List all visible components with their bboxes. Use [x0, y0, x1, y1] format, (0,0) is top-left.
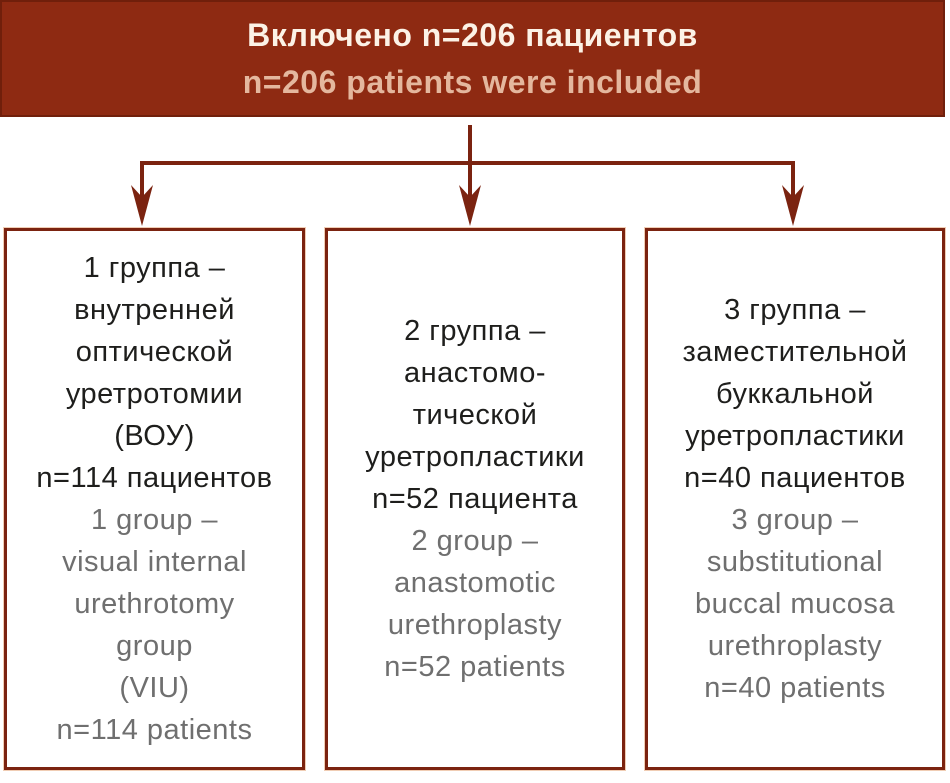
text-line: n=52 patients: [384, 651, 566, 683]
included-patients-header: Включено n=206 пациентов n=206 patients …: [0, 0, 945, 117]
group-3-text-ru: 3 группа – заместительной буккальной уретро…: [683, 289, 908, 499]
text-line: group: [116, 630, 193, 662]
text-line: (VIU): [119, 672, 190, 704]
group-2-text-ru: 2 группа – анастомо-тической уретропластик…: [365, 310, 585, 520]
text-line: urethroplasty: [707, 630, 883, 662]
text-line: substitutional: [706, 546, 884, 578]
text-line: 2 группа –: [404, 315, 546, 347]
text-line: 3 group –: [731, 504, 859, 536]
arrow-down-icon: [459, 185, 481, 226]
group-2-box: 2 группа – анастомо-тической уретропластик…: [325, 228, 625, 770]
header-title-ru: Включено n=206 пациентов: [247, 16, 698, 53]
text-line: 1 группа –: [83, 252, 226, 284]
text-line: уретропластики: [365, 441, 585, 473]
text-line: n=40 пациентов: [684, 462, 906, 494]
connector-arrows: [131, 125, 804, 226]
text-line: оптической: [75, 336, 234, 368]
text-line: buccal mucosa: [695, 588, 895, 620]
text-line: (ВОУ): [114, 420, 195, 452]
text-line: anastomotic: [394, 567, 556, 599]
text-line: visual internal: [62, 546, 247, 578]
text-line: уретротомии: [65, 378, 244, 410]
text-line: буккальной: [716, 378, 874, 410]
text-line: urethroplasty: [387, 609, 563, 641]
text-line: n=114 пациентов: [36, 462, 273, 494]
text-line: уретропластики: [685, 420, 905, 452]
text-line: n=52 пациента: [372, 483, 578, 515]
text-line: 3 группа –: [724, 294, 866, 326]
arrow-down-icon: [131, 185, 153, 226]
arrow-down-icon: [782, 185, 804, 226]
group-3-text-en: 3 group – substitutional buccal mucosa uret…: [695, 499, 895, 709]
text-line: n=114 patients: [56, 714, 253, 746]
group-3-box: 3 группа – заместительной буккальной уретро…: [645, 228, 945, 770]
group-1-box: 1 группа – внутренней оптической уретротоми…: [4, 228, 305, 770]
text-line: 1 group –: [90, 504, 219, 536]
connector-right-stem: [791, 161, 795, 198]
header-title-en: n=206 patients were included: [242, 63, 703, 100]
text-line: заместительной: [682, 336, 908, 368]
text-line: анастомо-: [403, 357, 547, 389]
connector-left-stem: [140, 161, 144, 198]
connector-horizontal-line: [140, 161, 795, 165]
text-line: n=40 patients: [704, 672, 886, 704]
group-2-text-en: 2 group – anastomotic urethroplasty n=52 pa…: [384, 520, 565, 688]
text-line: 2 group –: [411, 525, 539, 557]
text-line: внутренней: [74, 294, 235, 326]
group-1-text-ru: 1 группа – внутренней оптической уретротоми…: [36, 247, 272, 499]
group-1-text-en: 1 group – visual internal urethrotomy group…: [57, 499, 253, 751]
text-line: тической: [412, 399, 538, 431]
text-line: urethrotomy: [74, 588, 235, 620]
